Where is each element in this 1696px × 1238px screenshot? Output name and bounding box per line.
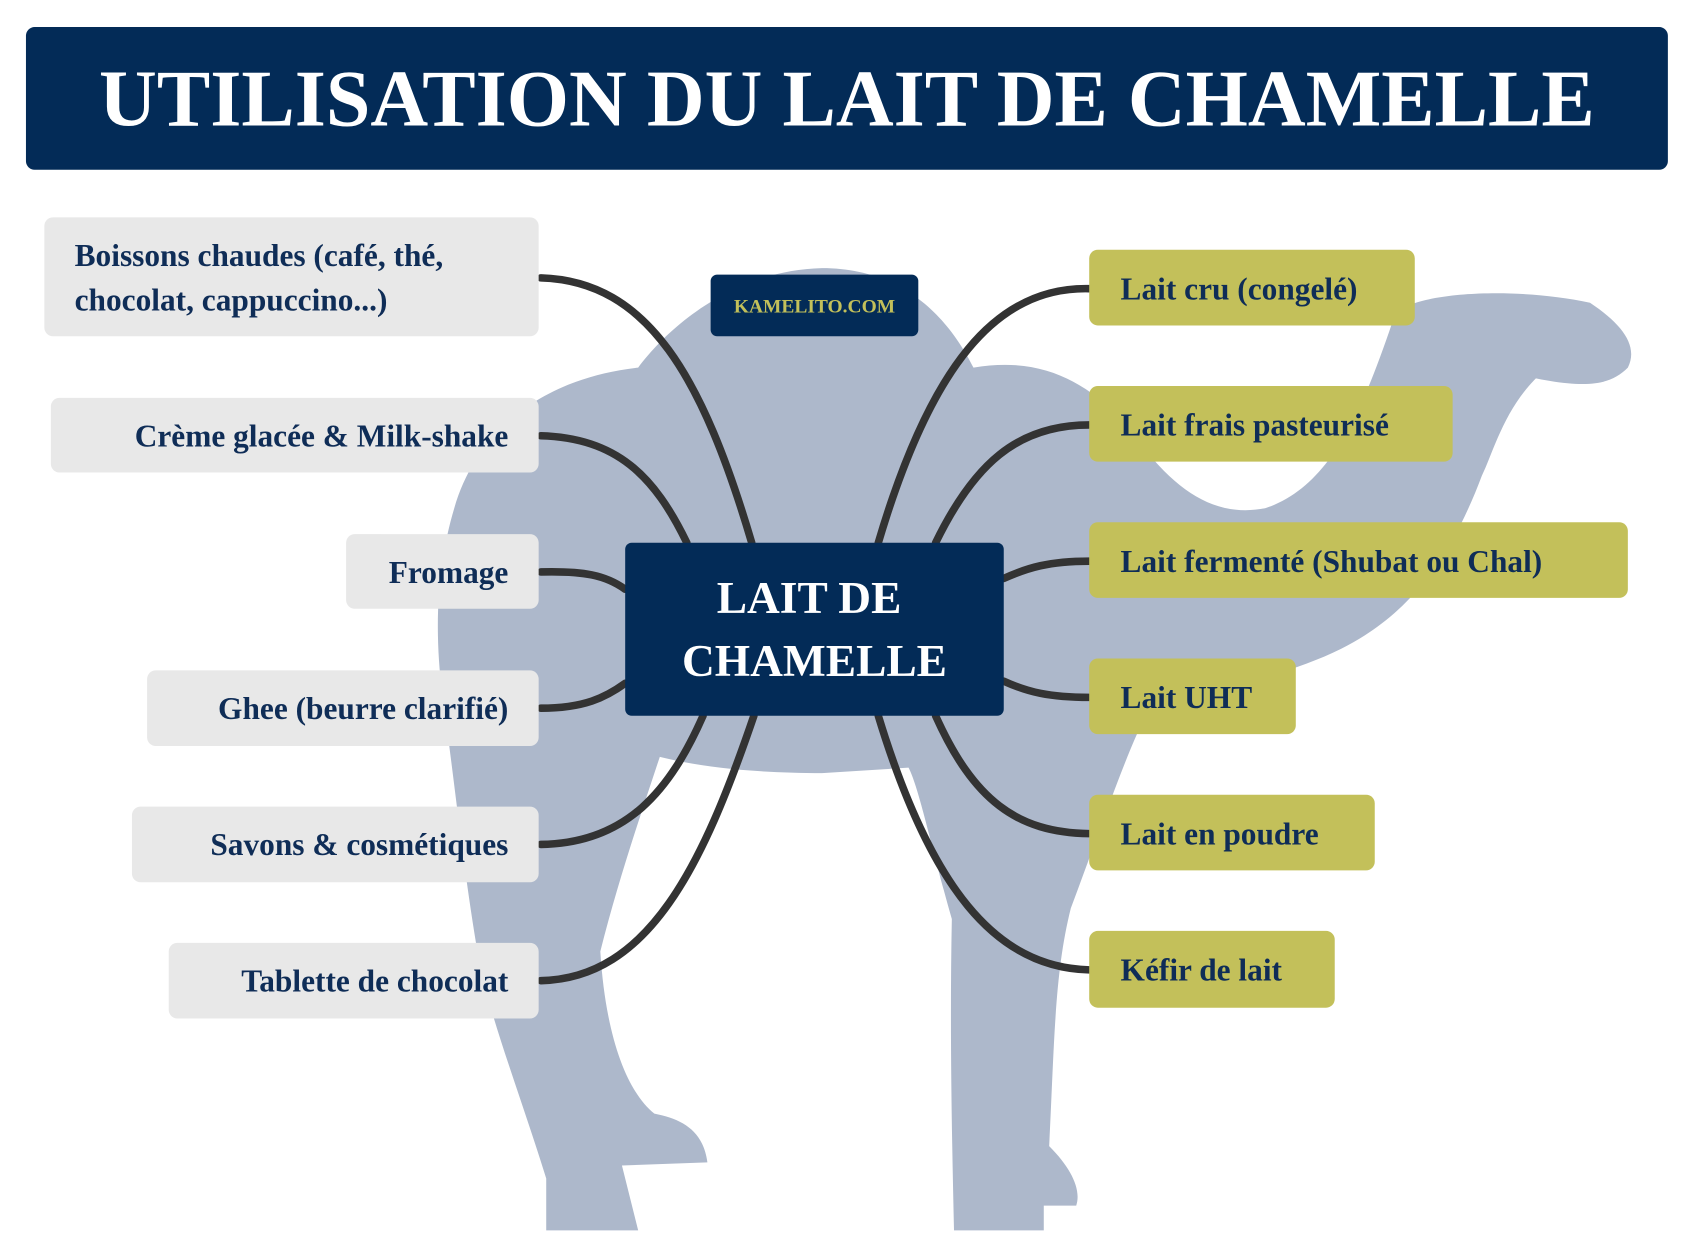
left-node-label: Boissons chaudes (café, thé, xyxy=(75,238,444,273)
right-node-label: Lait en poudre xyxy=(1121,816,1319,851)
left-node-ghee: Ghee (beurre clarifié) xyxy=(147,670,539,747)
left-node-savons: Savons & cosmétiques xyxy=(131,806,539,883)
left-node-label: Crème glacée & Milk-shake xyxy=(135,419,509,454)
central-node-line1: LAIT DE xyxy=(717,573,902,623)
left-node-label: Savons & cosmétiques xyxy=(210,827,508,862)
kamelito-link[interactable]: KAMELITO.COM xyxy=(734,296,895,317)
page-title: UTILISATION DU LAIT DE CHAMELLE xyxy=(99,55,1595,143)
central-node: LAIT DE CHAMELLE xyxy=(625,542,1004,716)
camel-silhouette xyxy=(437,268,1632,1231)
kamelito-badge[interactable]: KAMELITO.COM xyxy=(710,274,919,337)
left-node-fromage: Fromage xyxy=(346,534,539,609)
right-node-label: Lait cru (congelé) xyxy=(1121,272,1358,307)
right-node-label: Lait fermenté (Shubat ou Chal) xyxy=(1121,544,1543,579)
right-node-lait-fermente: Lait fermenté (Shubat ou Chal) xyxy=(1089,522,1628,598)
right-node-label: Lait frais pasteurisé xyxy=(1121,408,1389,443)
right-node-label: Kéfir de lait xyxy=(1121,953,1283,988)
central-node-line2: CHAMELLE xyxy=(682,636,947,686)
left-node-label: Fromage xyxy=(389,555,509,590)
left-node-label: Ghee (beurre clarifié) xyxy=(218,691,508,726)
right-node-lait-uht: Lait UHT xyxy=(1089,658,1296,735)
right-node-lait-poudre: Lait en poudre xyxy=(1089,794,1375,871)
right-node-lait-cru: Lait cru (congelé) xyxy=(1089,249,1415,326)
left-node-creme-glacee: Crème glacée & Milk-shake xyxy=(50,397,539,473)
left-node-boissons: Boissons chaudes (café, thé, chocolat, c… xyxy=(44,217,539,337)
left-node-label: Tablette de chocolat xyxy=(241,963,509,998)
right-node-label: Lait UHT xyxy=(1121,680,1253,715)
right-node-kefir: Kéfir de lait xyxy=(1089,930,1335,1008)
left-node-tablette: Tablette de chocolat xyxy=(168,942,539,1019)
connector-lines xyxy=(537,274,1093,985)
left-node-label: chocolat, cappuccino...) xyxy=(75,282,388,317)
title-banner xyxy=(25,27,1668,170)
right-node-lait-frais: Lait frais pasteurisé xyxy=(1089,385,1453,462)
